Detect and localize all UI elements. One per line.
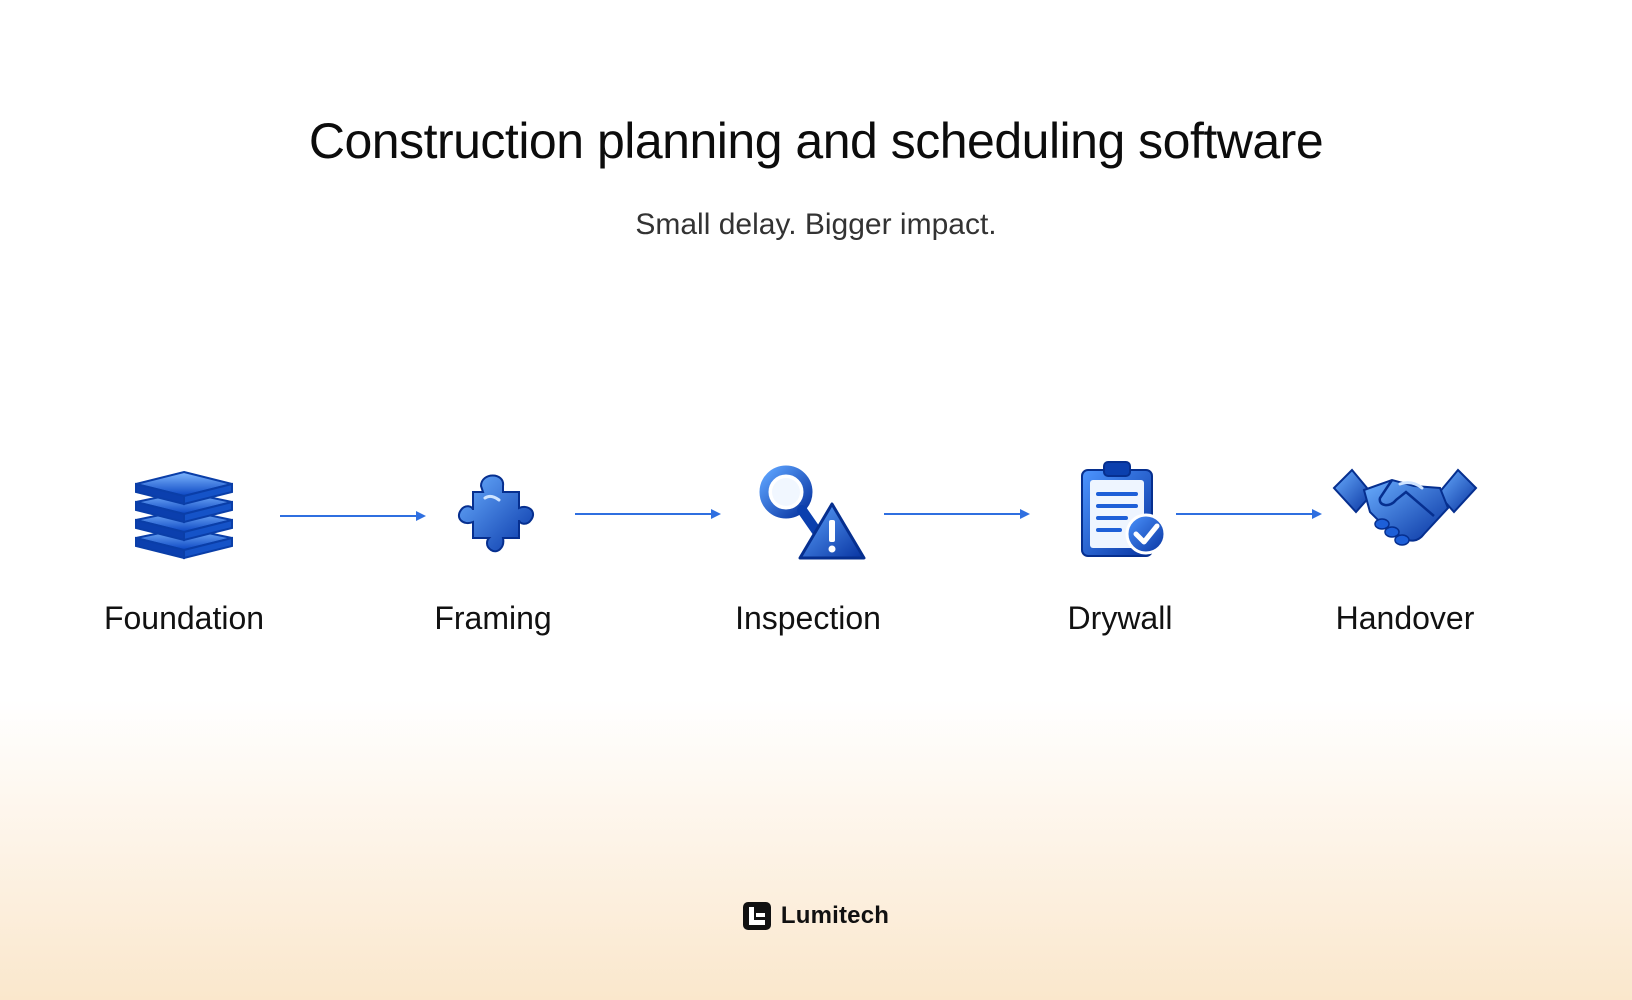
lumitech-logo-icon bbox=[742, 902, 771, 930]
step-handover: Handover bbox=[1285, 458, 1525, 637]
handshake-icon bbox=[1332, 468, 1478, 546]
arrow-connector bbox=[280, 510, 426, 521]
step-label: Inspection bbox=[735, 600, 881, 636]
step-framing: Framing bbox=[373, 458, 613, 637]
step-label: Handover bbox=[1335, 600, 1475, 636]
clipboard-check-icon bbox=[1081, 461, 1167, 557]
layers-icon bbox=[135, 470, 233, 560]
magnifier-warning-icon bbox=[759, 465, 866, 560]
step-drywall: Drywall bbox=[1000, 458, 1240, 637]
step-label: Drywall bbox=[1067, 600, 1173, 636]
step-inspection: Inspection bbox=[688, 458, 928, 637]
arrow-connector bbox=[1176, 508, 1322, 519]
step-label: Foundation bbox=[103, 600, 265, 636]
brand-name: Lumitech bbox=[780, 902, 890, 929]
page-title: Construction planning and scheduling sof… bbox=[308, 113, 1324, 169]
arrow-connector bbox=[884, 508, 1030, 519]
page-subtitle: Small delay. Bigger impact. bbox=[635, 208, 997, 241]
brand-footer: Lumitech bbox=[0, 902, 1632, 930]
process-flow: Foundation Framing bbox=[64, 458, 1525, 637]
step-label: Framing bbox=[434, 600, 552, 636]
puzzle-piece-icon bbox=[457, 474, 535, 553]
arrow-connector bbox=[575, 508, 721, 519]
step-foundation: Foundation bbox=[64, 458, 304, 637]
